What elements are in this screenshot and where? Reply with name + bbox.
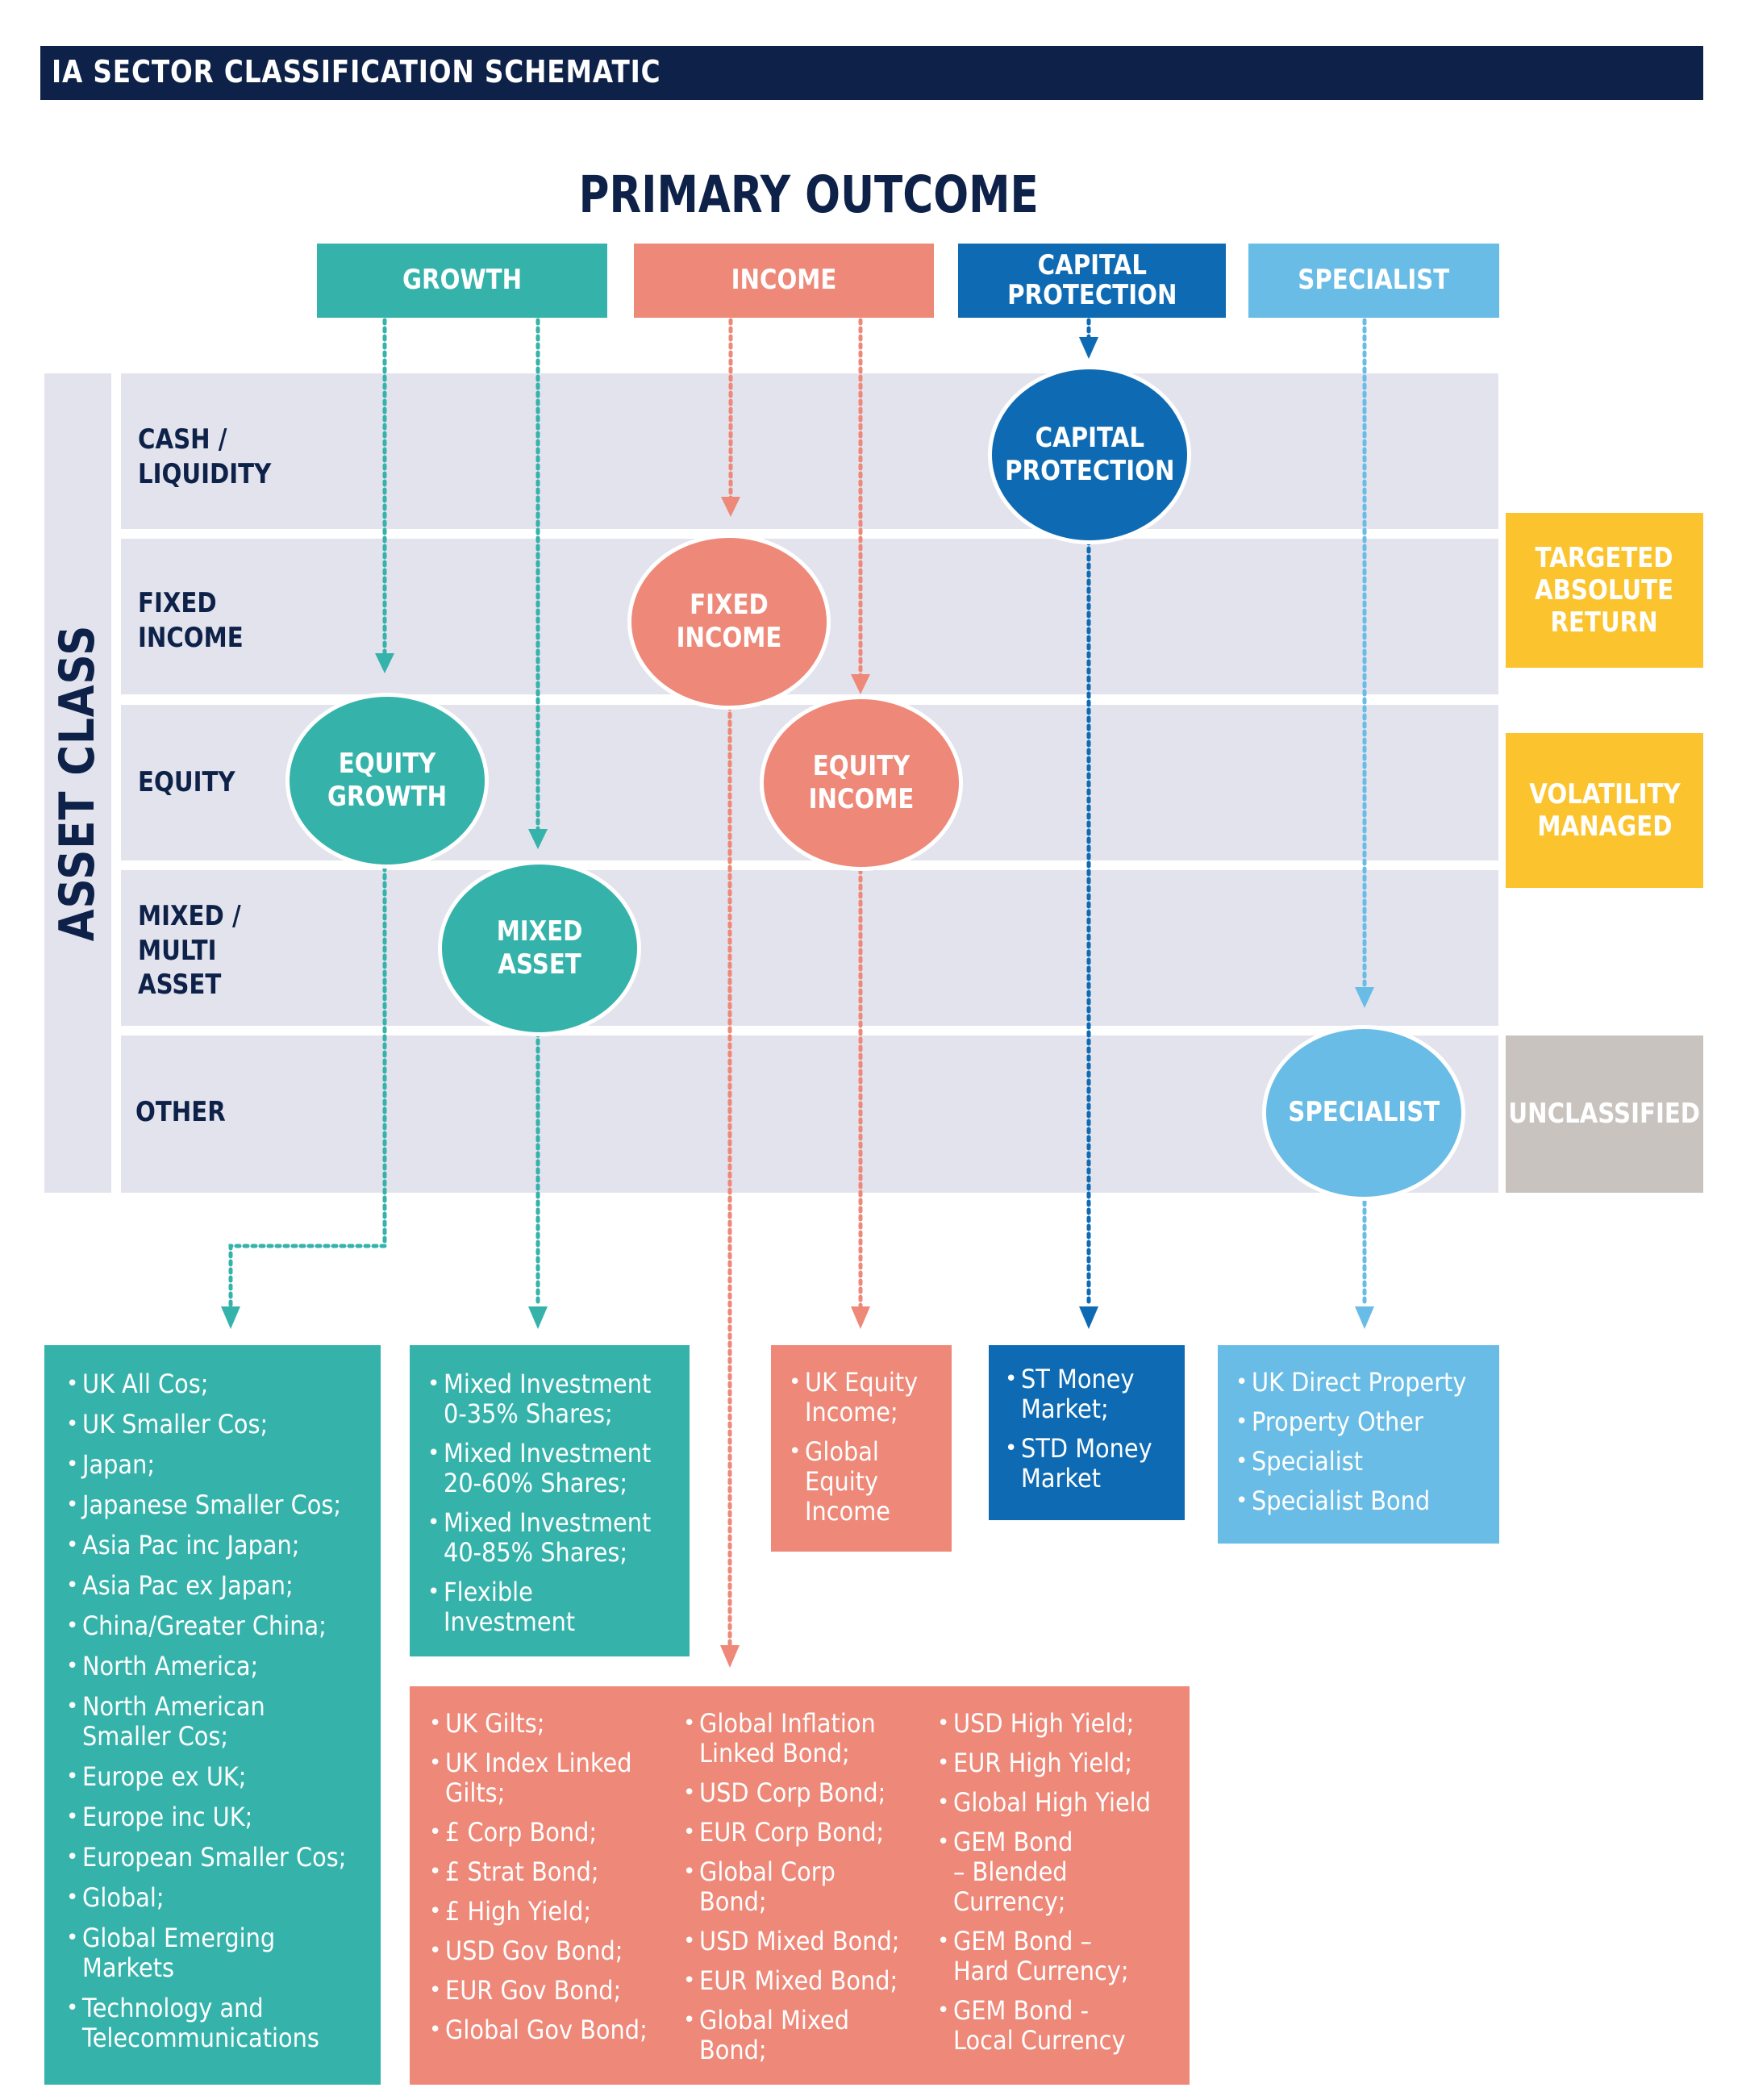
specialist-sectors: UK Direct PropertyProperty OtherSpeciali… <box>1234 1368 1499 1517</box>
list-item: Global Equity Income <box>787 1437 952 1527</box>
circle-mixed-asset: MIXED ASSET <box>438 860 641 1036</box>
title-bar: IA SECTOR CLASSIFICATION SCHEMATIC <box>40 46 1703 100</box>
equity-growth-sectors: UK All Cos; UK Smaller Cos; Japan; Japanese… <box>65 1369 381 2053</box>
page-title: IA SECTOR CLASSIFICATION SCHEMATIC <box>52 54 661 90</box>
list-item: North America; <box>65 1652 381 1682</box>
list-item: European Smaller Cos; <box>65 1843 381 1873</box>
list-capital-protection: ST Money Market; STD Money Market <box>989 1345 1185 1520</box>
side-unclassified: UNCLASSIFIED <box>1506 1035 1703 1193</box>
capital-protection-sectors: ST Money Market; STD Money Market <box>1003 1365 1185 1494</box>
list-item: GEM Bond - Local Currency <box>936 1996 1190 2056</box>
list-item: USD Mixed Bond; <box>681 1927 936 1957</box>
side-targeted-absolute-return: TARGETED ABSOLUTE RETURN <box>1506 513 1703 668</box>
list-item: Specialist Bond <box>1234 1486 1499 1517</box>
circle-fixed-income: FIXED INCOME <box>627 534 831 710</box>
list-equity-income: UK Equity Income; Global Equity Income <box>771 1345 952 1552</box>
list-item: Asia Pac ex Japan; <box>65 1571 381 1602</box>
row-label-mixed: MIXED / MULTI ASSET <box>138 900 241 1001</box>
list-item: EUR Mixed Bond; <box>681 1966 936 1997</box>
list-item: Flexible Investment <box>426 1577 690 1637</box>
list-item: GEM Bond – Hard Currency; <box>936 1927 1190 1986</box>
list-item: Technology and Telecommunications <box>65 1994 381 2053</box>
list-item: ST Money Market; <box>1003 1365 1185 1424</box>
list-item: Europe ex UK; <box>65 1762 381 1793</box>
list-item: EUR Gov Bond; <box>427 1976 681 2006</box>
row-band-mixed <box>121 870 1498 1026</box>
outcome-growth: GROWTH <box>317 244 607 318</box>
list-fixed-income: UK Gilts; UK Index Linked Gilts; £ Corp Bo… <box>410 1686 1190 2085</box>
list-item: UK Equity Income; <box>787 1368 952 1427</box>
list-item: USD Corp Bond; <box>681 1778 936 1809</box>
list-item: Europe inc UK; <box>65 1802 381 1833</box>
list-item: Specialist <box>1234 1447 1499 1477</box>
list-item: Japan; <box>65 1450 381 1481</box>
list-item: UK Index Linked Gilts; <box>427 1748 681 1808</box>
list-item: Global Corp Bond; <box>681 1857 936 1917</box>
list-item: Asia Pac inc Japan; <box>65 1531 381 1561</box>
list-item: Global Gov Bond; <box>427 2015 681 2046</box>
list-item: UK All Cos; <box>65 1369 381 1400</box>
list-item: Japanese Smaller Cos; <box>65 1490 381 1521</box>
row-label-other: OTHER <box>135 1096 226 1128</box>
list-item: Property Other <box>1234 1407 1499 1438</box>
list-item: North American Smaller Cos; <box>65 1692 381 1752</box>
side-volatility-managed: VOLATILITY MANAGED <box>1506 733 1703 888</box>
list-item: STD Money Market <box>1003 1434 1185 1494</box>
list-item: UK Gilts; <box>427 1709 681 1740</box>
list-item: EUR High Yield; <box>936 1748 1190 1779</box>
list-specialist: UK Direct PropertyProperty OtherSpeciali… <box>1218 1345 1499 1544</box>
list-mixed-asset: Mixed Investment 0-35% Shares; Mixed Inve… <box>410 1345 690 1656</box>
row-label-equity: EQUITY <box>138 766 235 798</box>
list-item: Mixed Investment 40-85% Shares; <box>426 1508 690 1568</box>
circle-capital-protection: CAPITAL PROTECTION <box>988 365 1191 544</box>
list-item: USD Gov Bond; <box>427 1936 681 1967</box>
circle-equity-growth: EQUITY GROWTH <box>285 693 489 869</box>
list-item: China/Greater China; <box>65 1611 381 1642</box>
outcome-capital-protection: CAPITAL PROTECTION <box>958 244 1226 318</box>
mixed-asset-sectors: Mixed Investment 0-35% Shares; Mixed Inve… <box>426 1369 690 1637</box>
list-item: EUR Corp Bond; <box>681 1818 936 1848</box>
fixed-income-sectors-col2: Global Inflation Linked Bond; USD Corp Bo… <box>681 1709 936 2065</box>
circle-specialist: SPECIALIST <box>1262 1025 1465 1201</box>
row-label-fixed-income: FIXED INCOME <box>138 587 244 654</box>
fixed-income-sectors-col3: USD High Yield; EUR High Yield; Global Hig… <box>936 1709 1190 2056</box>
list-item: Global Emerging Markets <box>65 1923 381 1983</box>
list-item: Global High Yield <box>936 1788 1190 1819</box>
row-label-cash: CASH / LIQUIDITY <box>138 423 272 490</box>
list-item: Global Inflation Linked Bond; <box>681 1709 936 1769</box>
outcome-income: INCOME <box>634 244 934 318</box>
list-item: GEM Bond – Blended Currency; <box>936 1827 1190 1917</box>
list-item: Global Mixed Bond; <box>681 2006 936 2065</box>
list-item: Global; <box>65 1883 381 1914</box>
list-item: Mixed Investment 20-60% Shares; <box>426 1439 690 1498</box>
list-item: £ Corp Bond; <box>427 1818 681 1848</box>
list-item: Mixed Investment 0-35% Shares; <box>426 1369 690 1429</box>
row-band-cash <box>121 373 1498 529</box>
equity-income-sectors: UK Equity Income; Global Equity Income <box>787 1368 952 1527</box>
primary-outcome-heading: PRIMARY OUTCOME <box>578 165 1039 224</box>
outcome-specialist: SPECIALIST <box>1248 244 1499 318</box>
list-item: UK Smaller Cos; <box>65 1410 381 1440</box>
list-item: USD High Yield; <box>936 1709 1190 1740</box>
fixed-income-sectors-col1: UK Gilts; UK Index Linked Gilts; £ Corp Bo… <box>427 1709 681 2046</box>
list-item: £ High Yield; <box>427 1897 681 1927</box>
list-item: UK Direct Property <box>1234 1368 1499 1398</box>
asset-class-bar <box>44 373 111 1193</box>
list-item: £ Strat Bond; <box>427 1857 681 1888</box>
list-equity-growth: UK All Cos; UK Smaller Cos; Japan; Japanese… <box>44 1345 381 2085</box>
circle-equity-income: EQUITY INCOME <box>760 695 963 871</box>
